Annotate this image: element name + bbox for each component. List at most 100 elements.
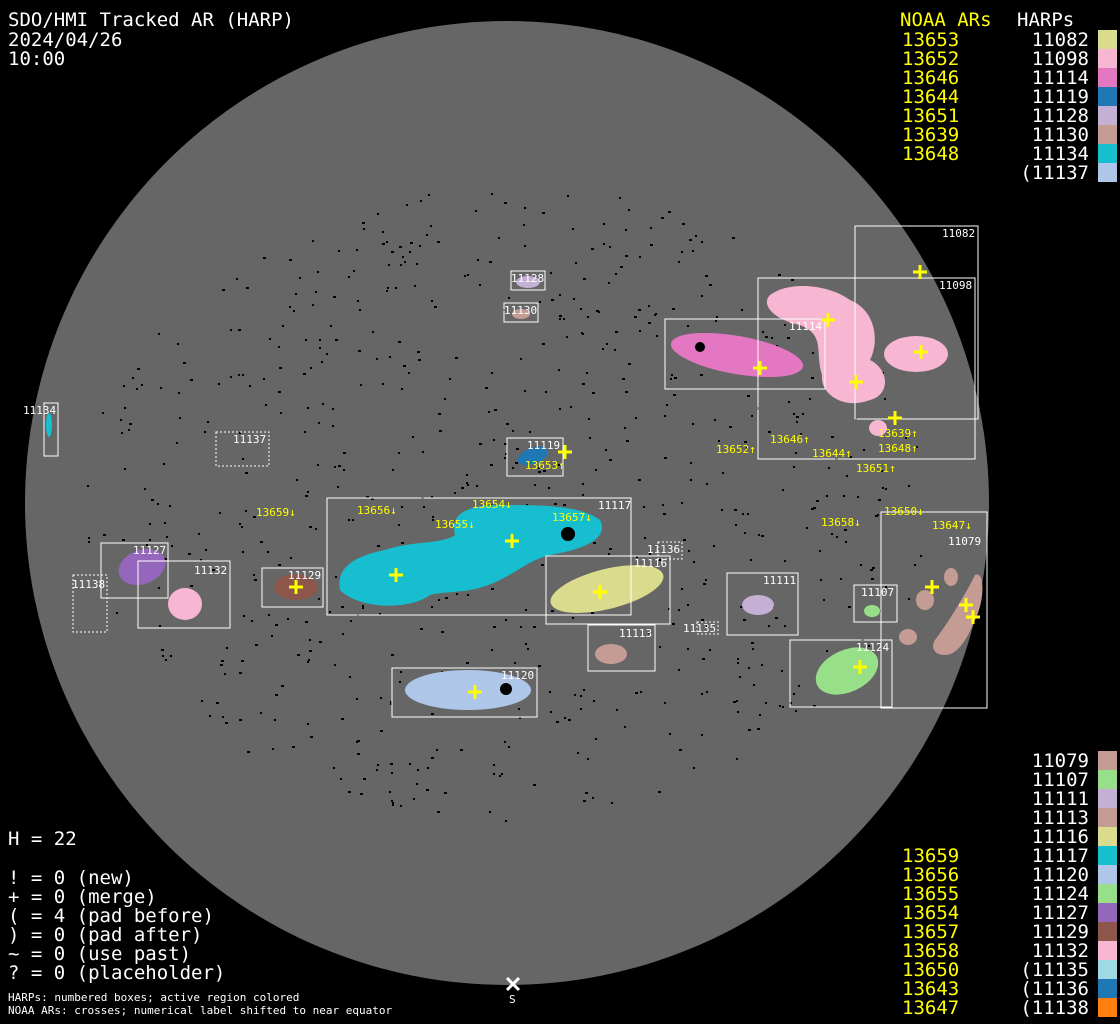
speckle [609,246,611,248]
region-11130 [512,309,530,319]
speckle [444,398,446,400]
harp-box-11128[interactable] [510,270,546,291]
speckle [494,409,497,411]
speckle [759,714,761,716]
speckle [357,753,360,755]
speckle [295,293,297,295]
noaa-label: 13647↓ [932,519,972,532]
harp-box-11120[interactable] [391,667,538,718]
harp-box-11136[interactable] [657,541,683,560]
harp-header: HARPs [1017,9,1074,31]
speckle [404,261,406,263]
harp-box-11124[interactable] [789,639,893,708]
harp-box-11137[interactable] [215,431,270,467]
speckle [734,509,737,511]
speckle [692,423,694,425]
speckle [464,275,466,277]
speckle [543,470,546,472]
speckle [819,550,821,552]
noaa-cross-icon [888,411,902,425]
legend-color-swatch [1098,922,1117,941]
noaa-cross-icon [821,313,835,327]
speckle [416,783,418,785]
speckle [753,684,755,686]
speckle [380,697,382,699]
harp-label: 11124 [856,641,889,654]
harp-box-11082[interactable] [854,225,979,420]
speckle [551,610,554,612]
speckle [524,207,526,209]
speckle [648,305,650,307]
speckle [746,447,748,449]
legend-harp-number: 11082 [1032,29,1089,51]
noaa-crosses [289,265,980,699]
legend-color-swatch [1098,884,1117,903]
speckle [813,507,816,509]
harp-label: 11114 [789,320,822,333]
speckle [589,437,591,439]
speckle [737,662,739,664]
legend-noaa-number: 13648 [902,143,959,165]
speckle [735,524,737,526]
harp-box-11138[interactable] [72,574,108,633]
harp-box-11113[interactable] [587,624,656,672]
speckle [563,318,565,320]
harp-box-11119[interactable] [506,437,564,477]
speckle [493,439,495,441]
legend-harp-number: (11138 [1020,997,1089,1019]
speckle [490,504,492,506]
speckle [639,256,641,258]
speckle [740,606,743,608]
harp-box-11132[interactable] [137,560,231,629]
speckle [348,276,350,278]
speckle [664,457,667,459]
speckle [515,462,518,464]
speckle [352,519,354,521]
speckle [570,406,572,408]
speckle [205,549,207,551]
harp-box-11107[interactable] [853,584,898,623]
speckle [779,705,781,707]
harp-box-11127[interactable] [100,542,169,599]
speckle [781,670,783,672]
harp-box-11111[interactable] [726,572,799,636]
speckle [625,229,627,231]
harp-box-11130[interactable] [503,302,539,323]
speckle [249,385,251,387]
speckle [207,421,209,423]
noaa-cross-icon [468,685,482,699]
harp-box-11116[interactable] [545,555,671,625]
speckle [741,309,743,311]
speckle [356,698,358,700]
harp-box-11134[interactable] [43,402,59,457]
speckle [209,715,211,717]
speckle [687,325,689,327]
speckle [596,310,599,312]
legend-color-swatch [1098,998,1117,1017]
speckle [706,691,708,693]
time: 10:00 [8,48,65,70]
speckle [319,339,321,341]
speckle [758,534,760,536]
harp-box-11114[interactable] [664,318,826,390]
speckle [362,222,365,224]
speckle [269,338,271,340]
speckle [736,700,738,702]
harp-box-11135[interactable] [696,621,719,635]
speckle [176,442,178,444]
speckle [491,193,493,195]
speckle [272,748,274,750]
speckle [164,558,167,560]
speckle [188,553,191,555]
speckle [583,278,586,280]
region-11124 [815,647,879,695]
harp-box-11079[interactable] [880,511,988,709]
noaa-cross-icon [389,568,403,582]
harp-box-11129[interactable] [261,567,324,608]
speckle [914,564,916,566]
speckle [648,322,651,324]
speckle [293,310,295,312]
speckle [434,306,437,308]
speckle [488,411,490,413]
speckle [635,692,638,694]
